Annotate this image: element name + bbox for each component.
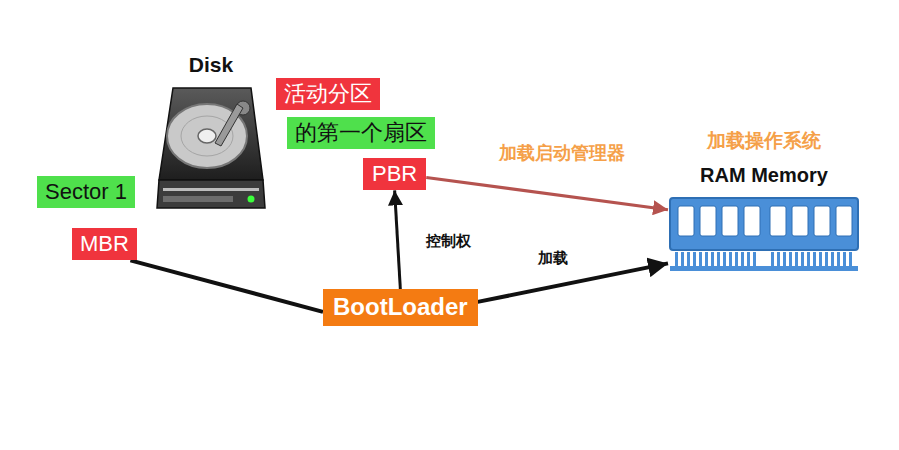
partition-label: 活动分区 [276,78,380,110]
pbr-label: PBR [363,158,426,190]
edge-label: 加载 [535,248,571,269]
edge-label: 控制权 [423,231,474,252]
edge-label: 加载启动管理器 [496,140,628,166]
connector-arrow [130,260,323,311]
sector-label: Sector 1 [37,176,135,208]
mbr-label: MBR [72,228,137,260]
sector-label: 的第一个扇区 [287,117,435,149]
connector-arrow [395,190,401,289]
node-text: 加载操作系统 [668,130,860,153]
disk-drive: Disk [150,52,272,218]
node-text: Sector 1 [45,179,127,205]
node-text: Disk [150,52,272,77]
connector-arrow [426,177,668,209]
node-text: RAM Memory [668,163,860,187]
node-text: 的第一个扇区 [295,120,427,146]
node-text: PBR [372,161,417,187]
bootloader-box: BootLoader [323,289,478,326]
node-text: 活动分区 [284,81,372,107]
hard-disk-icon [151,84,271,216]
connector-arrow [478,263,668,301]
node-text: BootLoader [333,293,468,322]
node-text: MBR [80,231,129,257]
ram-memory: 加载操作系统 RAM Memory [668,130,860,275]
ram-module-icon [668,196,860,274]
